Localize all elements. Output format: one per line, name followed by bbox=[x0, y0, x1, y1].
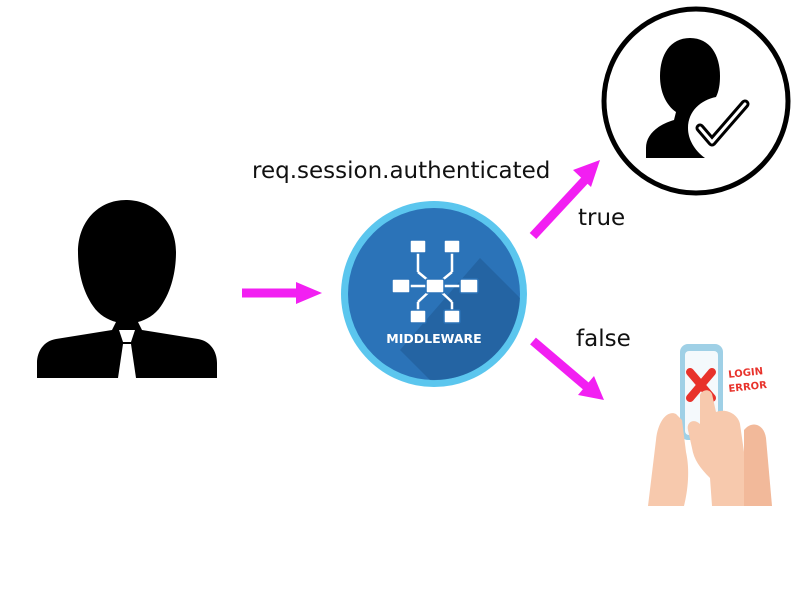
arrow-false bbox=[530, 337, 604, 400]
login-error-line-2: ERROR bbox=[728, 380, 768, 395]
condition-label: req.session.authenticated bbox=[252, 158, 551, 184]
verified-user-icon bbox=[601, 6, 791, 196]
user-silhouette-icon bbox=[37, 200, 217, 378]
middleware-label: MIDDLEWARE bbox=[386, 331, 481, 346]
arrow-true bbox=[529, 160, 600, 240]
login-error-phone-icon: LOGIN ERROR bbox=[648, 344, 772, 506]
true-branch-label: true bbox=[578, 205, 626, 231]
middleware-network-icon: MIDDLEWARE bbox=[341, 201, 527, 387]
login-error-line-1: LOGIN bbox=[728, 366, 764, 381]
arrow-to-middleware bbox=[242, 282, 322, 304]
false-branch-label: false bbox=[576, 326, 631, 352]
